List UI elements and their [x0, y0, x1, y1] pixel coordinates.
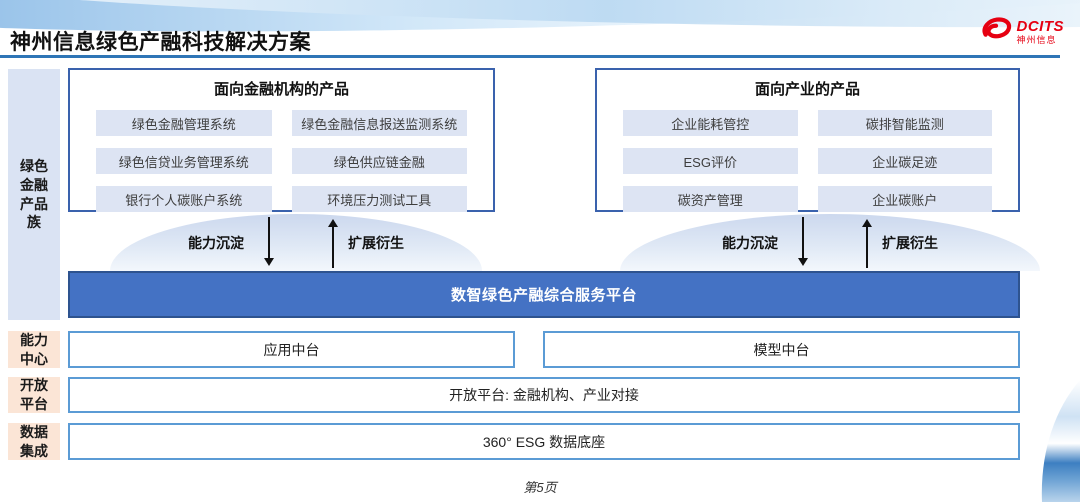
flow-left: 能力沉淀 扩展衍生 — [110, 214, 482, 271]
logo-subname: 神州信息 — [1016, 34, 1057, 45]
product-chip: 绿色信贷业务管理系统 — [96, 148, 272, 174]
extension-derive-label: 扩展衍生 — [882, 234, 938, 251]
arrow-down-icon — [798, 217, 808, 266]
financial-products-title: 面向金融机构的产品 — [213, 81, 349, 98]
rail-data-integration-label: 数据集成 — [20, 423, 48, 459]
header-divider — [0, 55, 1060, 58]
product-chip: 企业碳账户 — [817, 186, 992, 212]
rail-product-family: 绿色金融产品族 — [8, 69, 60, 320]
extension-derive-label: 扩展衍生 — [348, 234, 404, 251]
flow-right: 能力沉淀 扩展衍生 — [620, 214, 1040, 271]
arrow-down-icon — [264, 217, 274, 266]
rail-open-platform: 开放平台 — [8, 377, 60, 413]
rail-product-family-label: 绿色金融产品族 — [20, 157, 48, 231]
logo-swirl-icon — [979, 14, 1013, 49]
company-logo: DCITS 神州信息 — [979, 14, 1065, 49]
product-chip: 绿色金融管理系统 — [96, 110, 272, 136]
product-chip: 绿色供应链金融 — [291, 148, 467, 174]
capability-sink-label: 能力沉淀 — [188, 234, 244, 251]
logo-name: DCITS — [1016, 17, 1064, 35]
page-title: 神州信息绿色产融科技解决方案 — [10, 31, 311, 54]
product-chip: 环境压力测试工具 — [291, 186, 467, 212]
arrow-up-icon — [862, 219, 872, 268]
rail-data-integration: 数据集成 — [8, 423, 60, 460]
financial-products-box: 面向金融机构的产品 绿色金融管理系统 绿色金融信息报送监测系统 绿色信贷业务管理… — [68, 68, 495, 212]
industry-products-box: 面向产业的产品 企业能耗管控 碳排智能监测 ESG评价 企业碳足迹 碳资产管理 … — [595, 68, 1020, 212]
product-chip: 碳排智能监测 — [817, 110, 992, 136]
product-chip: 碳资产管理 — [623, 186, 798, 212]
rail-open-platform-label: 开放平台 — [20, 377, 48, 412]
product-chip: 企业能耗管控 — [623, 110, 798, 136]
arrow-up-icon — [328, 219, 338, 268]
rail-capability-center-label: 能力中心 — [20, 331, 48, 367]
esg-data-base-box: 360° ESG 数据底座 — [68, 423, 1020, 460]
product-chip: 银行个人碳账户系统 — [96, 186, 272, 212]
rail-capability-center: 能力中心 — [8, 331, 60, 368]
model-middle-platform-box: 模型中台 — [543, 331, 1020, 368]
industry-products-grid: 企业能耗管控 碳排智能监测 ESG评价 企业碳足迹 碳资产管理 企业碳账户 — [623, 110, 992, 212]
app-middle-platform-box: 应用中台 — [68, 331, 515, 368]
industry-products-title: 面向产业的产品 — [754, 81, 860, 98]
product-chip: 企业碳足迹 — [817, 148, 992, 174]
product-chip: 绿色金融信息报送监测系统 — [291, 110, 467, 136]
capability-sink-label: 能力沉淀 — [722, 234, 778, 251]
product-chip: ESG评价 — [623, 148, 798, 174]
open-platform-box: 开放平台: 金融机构、产业对接 — [68, 377, 1020, 413]
platform-bar: 数智绿色产融综合服务平台 — [68, 271, 1020, 318]
page-number: 第5页 — [523, 480, 557, 495]
financial-products-grid: 绿色金融管理系统 绿色金融信息报送监测系统 绿色信贷业务管理系统 绿色供应链金融… — [96, 110, 467, 212]
